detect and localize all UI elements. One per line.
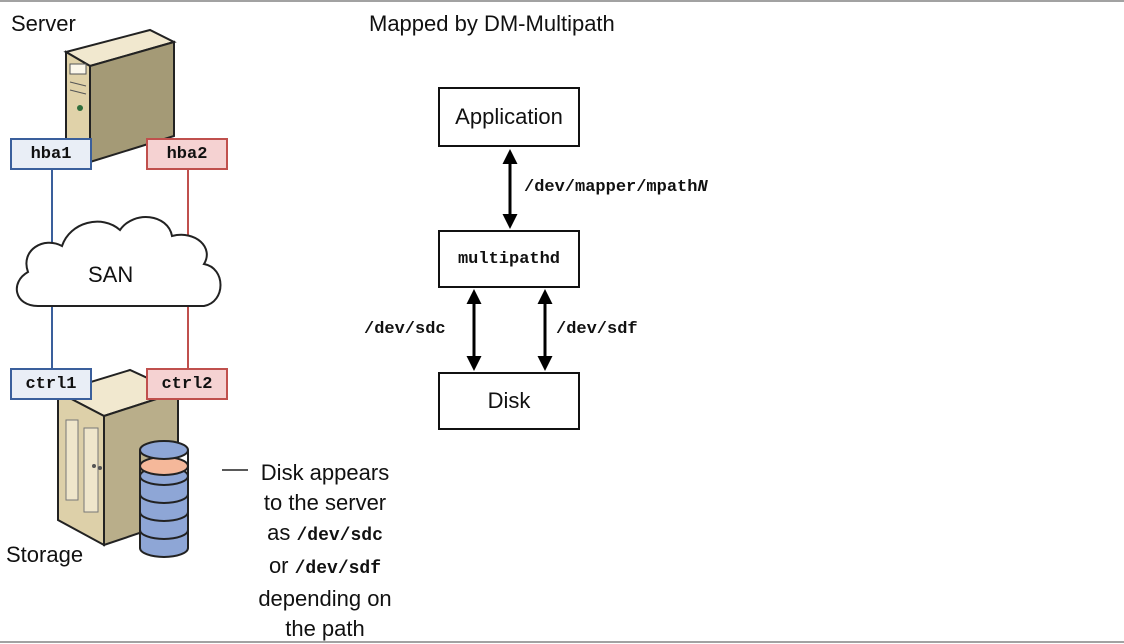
port-hba1: hba1 xyxy=(10,138,92,170)
san-cloud-icon xyxy=(15,216,222,307)
node-application: Application xyxy=(438,87,580,147)
caption-line4-prefix: or xyxy=(268,553,289,578)
port-hba2: hba2 xyxy=(146,138,228,170)
node-disk: Disk xyxy=(438,372,580,430)
port-ctrl1: ctrl1 xyxy=(10,368,92,400)
node-multipathd-label: multipathd xyxy=(457,249,561,269)
edge-label-sdc: /dev/sdc xyxy=(364,320,446,339)
caption-line4-code: /dev/sdf xyxy=(294,559,382,579)
caption-line2: to the server xyxy=(263,490,387,515)
edge-label-mapper: /dev/mapper/mpathN xyxy=(524,178,708,197)
disk-stack-icon xyxy=(139,440,189,558)
server-label: Server xyxy=(11,11,76,36)
diagram-title: Mapped by DM-Multipath xyxy=(369,11,615,36)
storage-label: Storage xyxy=(6,542,84,567)
san-label: SAN xyxy=(88,262,134,287)
caption-line6: the path xyxy=(285,616,365,641)
caption-line3-code: /dev/sdc xyxy=(296,526,383,546)
port-ctrl2: ctrl2 xyxy=(146,368,228,400)
caption-line1: Disk appears xyxy=(260,460,390,485)
server-icon xyxy=(63,28,177,164)
edge-label-mapper-prefix: /dev/mapper/mpath xyxy=(524,178,698,197)
caption-line3: as /dev/sdc xyxy=(240,518,410,551)
disk-caption: Disk appears to the server as /dev/sdc o… xyxy=(240,458,410,644)
node-disk-label: Disk xyxy=(487,388,531,413)
edge-label-mapper-suffix: N xyxy=(697,178,708,197)
edge-label-sdf: /dev/sdf xyxy=(556,320,638,339)
caption-line5: depending on xyxy=(258,586,392,611)
caption-line4: or /dev/sdf xyxy=(240,551,410,584)
caption-line3-prefix: as xyxy=(267,520,291,545)
node-multipathd: multipathd xyxy=(438,230,580,288)
node-application-label: Application xyxy=(455,104,563,129)
